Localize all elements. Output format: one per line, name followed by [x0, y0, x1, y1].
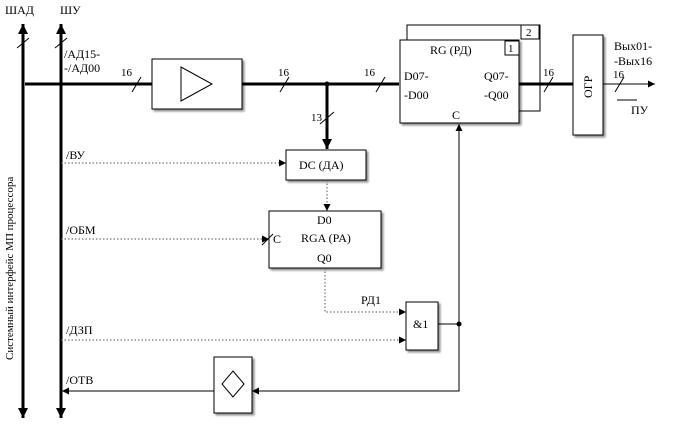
width-slash-2 [279, 76, 290, 93]
width-slash-5 [614, 76, 625, 93]
control-bus-slash [54, 37, 68, 49]
width-label-4: 16 [543, 67, 555, 79]
register-index-box-2 [520, 24, 540, 40]
address-data-bus-label: ШАД [5, 3, 34, 17]
rga-clock-slash [261, 233, 274, 246]
output-label-2: -Вых16 [614, 54, 652, 68]
ad-signal-label-1: /АД15- [64, 47, 100, 61]
width-label-3: 16 [364, 67, 376, 79]
bidirectional-driver-icon [221, 370, 245, 398]
register-index-2: 2 [526, 27, 532, 39]
limiter-block [572, 34, 604, 136]
and-gate-block [405, 301, 439, 351]
register-output-label-2: -Q00 [484, 88, 509, 102]
width-slash-3 [375, 76, 386, 93]
decoder-label: DC (ДА) [299, 158, 344, 172]
rga-c-label: C [273, 232, 281, 246]
width-label-13: 13 [311, 112, 323, 124]
rga-name-label: RGA (PA) [301, 231, 351, 245]
register-output-label-1: Q07- [484, 69, 509, 83]
register-title: RG (РД) [430, 43, 472, 57]
output-label-1: Вых01- [614, 39, 652, 53]
device-label: ПУ [631, 103, 649, 117]
register-index-box-1 [504, 40, 520, 56]
width-label-5: 16 [613, 69, 625, 81]
register-block [399, 39, 520, 124]
address-bus-slash [16, 37, 30, 49]
register-input-label-1: D07- [404, 69, 429, 83]
obm-signal-label: /ОБМ [66, 223, 96, 237]
interface-label: Системный интерфейс МП процессора [4, 177, 16, 360]
rd1-label: РД1 [361, 293, 381, 307]
buffer-block [151, 58, 243, 110]
width-label-2: 16 [278, 67, 290, 79]
control-bus-label: ШУ [60, 3, 81, 17]
rga-d-label: D0 [317, 213, 332, 227]
vu-signal-label: /ВУ [66, 148, 85, 162]
otv-signal-label: /ОТВ [66, 373, 93, 387]
and-gate-label: &1 [413, 317, 428, 331]
decoder-block [285, 149, 367, 181]
register-index-1: 1 [508, 43, 514, 55]
ad-signal-label-2: -/АД00 [64, 61, 100, 75]
buffer-triangle-icon [180, 66, 214, 102]
response-feedback-line [252, 324, 460, 395]
width-slash-13 [319, 111, 335, 125]
register-input-label-2: -D00 [404, 88, 429, 102]
rga-block [268, 210, 382, 269]
register-clock-label: C [452, 108, 460, 122]
width-slash-1 [131, 76, 142, 93]
rga-q-label: Q0 [317, 251, 332, 265]
width-label-1: 16 [121, 67, 133, 79]
width-slash-4 [543, 76, 554, 93]
limiter-label: ОГР [581, 75, 595, 98]
bus-junction-dot [324, 81, 330, 87]
dzp-signal-label: /ДЗП [66, 323, 93, 337]
rd1-signal-line [324, 268, 406, 316]
